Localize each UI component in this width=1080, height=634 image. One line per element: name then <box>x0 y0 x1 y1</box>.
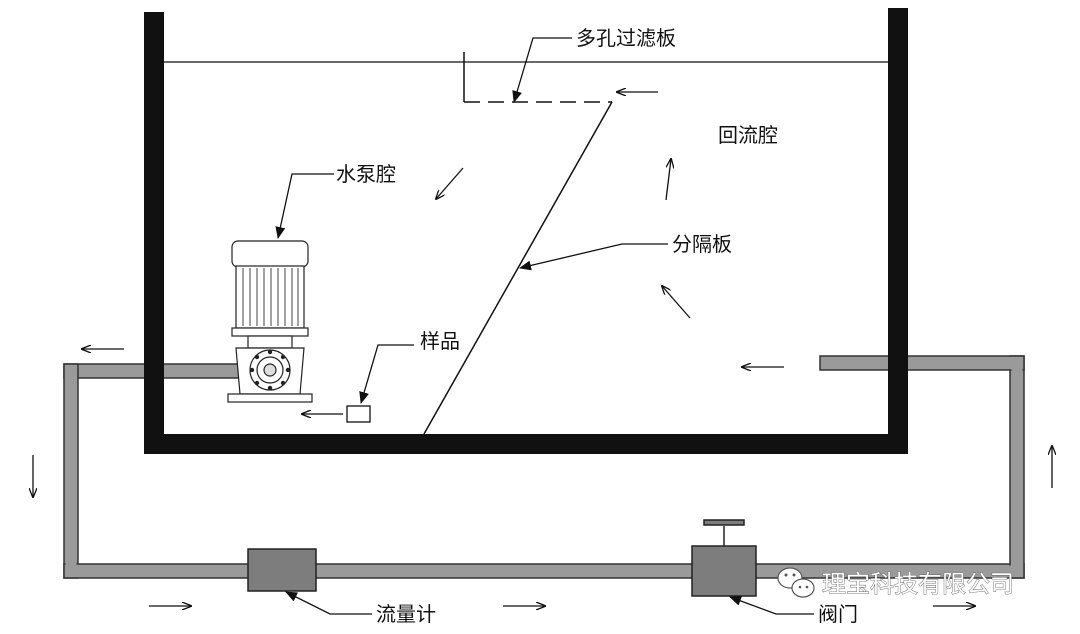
leader-lines <box>275 37 814 615</box>
label-pump-chamber: 水泵腔 <box>336 162 396 186</box>
pipe-fill-cover <box>65 357 1023 577</box>
label-valve: 阀门 <box>818 602 858 626</box>
pipe-return-inlet <box>819 355 1025 371</box>
pump-flange <box>231 327 309 337</box>
sample-block <box>346 405 371 423</box>
pump-volute-inner <box>263 363 277 377</box>
wechat-icon <box>777 567 815 598</box>
watermark-text: 理宝科技有限公司 <box>822 570 1014 598</box>
flow-arrow-return-up-2 <box>665 159 671 201</box>
label-return-chamber: 回流腔 <box>718 123 778 147</box>
flowmeter <box>247 548 317 592</box>
flow-arrows <box>33 92 1052 606</box>
flow-arrow-return-up-1 <box>662 286 691 319</box>
leader-pump-chamber <box>275 173 334 239</box>
water-pump <box>227 240 313 403</box>
leader-divider <box>519 243 668 271</box>
pump-motor <box>235 265 305 329</box>
tank-left-wall <box>144 12 164 454</box>
tank <box>144 8 908 454</box>
valve-body <box>691 545 757 597</box>
label-sample: 样品 <box>420 329 460 353</box>
leader-filter-plate <box>512 37 572 103</box>
leader-valve <box>729 596 814 615</box>
tank-right-wall <box>888 8 908 454</box>
label-divider: 分隔板 <box>672 232 732 256</box>
pump-top-cap <box>231 240 309 268</box>
leader-flowmeter <box>285 591 372 615</box>
valve <box>691 519 757 597</box>
watermark: 理宝科技有限公司 <box>777 567 1014 598</box>
tank-bottom <box>144 434 908 454</box>
filter-plate <box>463 52 612 103</box>
valve-handwheel <box>703 519 745 526</box>
label-filter-plate: 多孔过滤板 <box>576 26 676 50</box>
leader-sample <box>359 344 414 404</box>
pipe-loop <box>63 355 1025 579</box>
pump-base <box>227 393 313 403</box>
flow-arrow-pump-chamber <box>436 167 464 199</box>
pump-neck <box>247 335 293 349</box>
label-flowmeter: 流量计 <box>376 602 436 626</box>
divider-plate <box>423 101 613 435</box>
